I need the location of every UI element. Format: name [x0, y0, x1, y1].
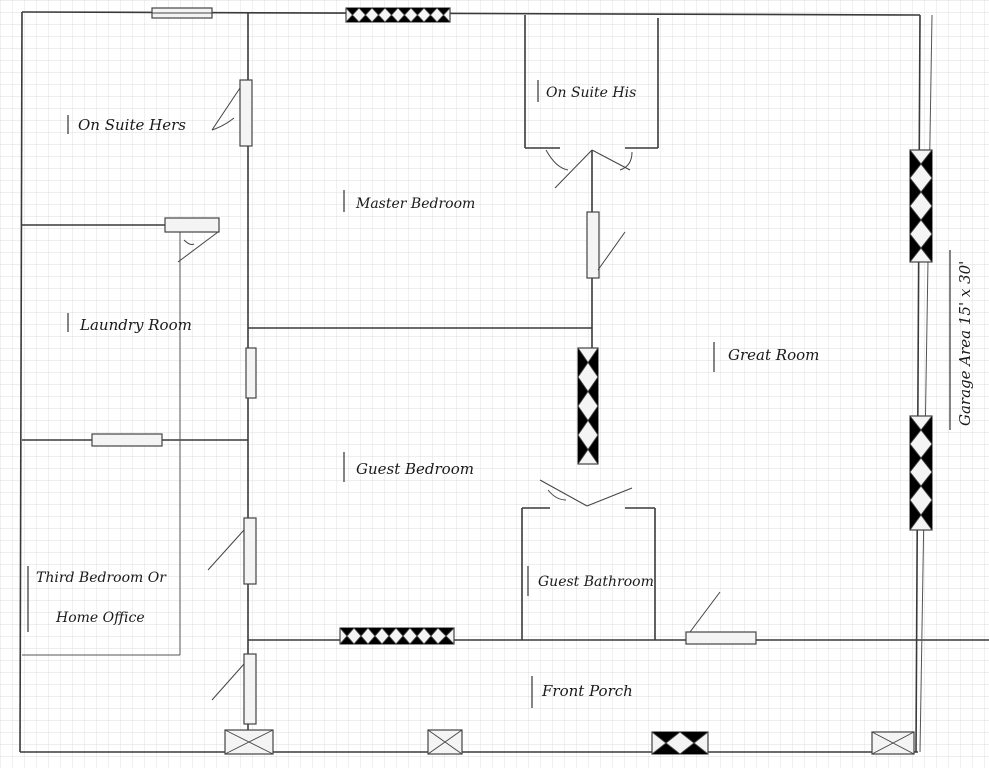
window-top-left — [151, 7, 213, 19]
door-guest-bathroom — [539, 479, 633, 507]
door-laundry-lower — [91, 433, 163, 447]
door-laundry — [245, 347, 257, 399]
door-master-bedroom — [586, 211, 626, 279]
room-label-front-porch: Front Porch — [541, 682, 633, 700]
room-label-great-room: Great Room — [728, 346, 819, 364]
door-third-bedroom — [207, 517, 257, 585]
room-label-garage-area: Garage Area 15' x 30' — [956, 261, 974, 426]
window-bottom-3 — [651, 731, 709, 755]
room-label-third-bedroom-line2: Home Office — [55, 610, 145, 626]
room-label-on-suite-his: On Suite His — [546, 85, 636, 101]
window-guest-bedroom-interior — [577, 347, 599, 465]
room-label-laundry-room: Laundry Room — [79, 316, 192, 334]
window-bottom-1 — [224, 729, 274, 755]
room-label-guest-bedroom: Guest Bedroom — [356, 460, 474, 478]
door-on-suite-his-left — [545, 149, 593, 189]
label-tick-marks — [27, 80, 951, 708]
window-great-room-lower — [909, 415, 933, 531]
room-label-guest-bathroom: Guest Bathroom — [538, 574, 654, 590]
window-guest-bedroom-front — [339, 627, 455, 645]
window-bottom-2 — [427, 729, 463, 755]
window-top-master — [345, 7, 451, 23]
door-laundry-closet — [164, 217, 220, 263]
door-on-suite-hers — [211, 79, 253, 147]
room-label-master-bedroom: Master Bedroom — [355, 196, 475, 212]
window-bottom-4 — [871, 731, 915, 755]
door-on-suite-his-right — [591, 149, 633, 171]
room-label-on-suite-hers: On Suite Hers — [78, 116, 186, 134]
door-great-room-front — [685, 591, 757, 645]
room-label-third-bedroom-line1: Third Bedroom Or — [36, 570, 167, 586]
door-front-entry — [211, 653, 257, 725]
window-great-room-upper — [909, 149, 933, 263]
